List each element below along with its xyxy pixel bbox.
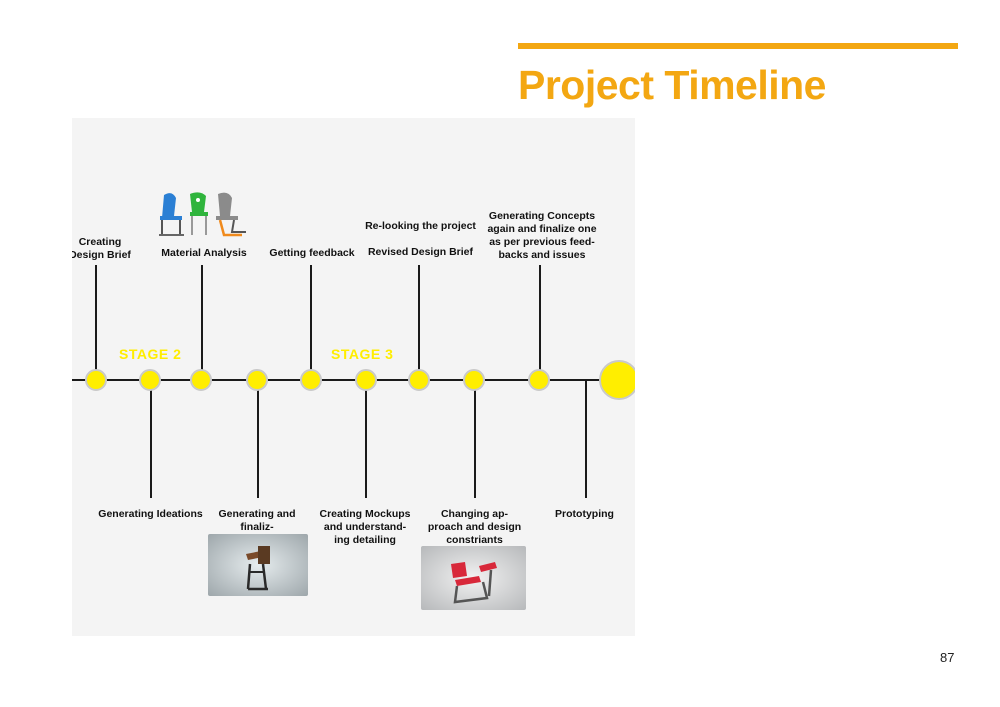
chair-samples-image [159, 192, 246, 237]
milestone-note: Re-looking the project [365, 220, 476, 232]
milestone-label: Prototyping [555, 508, 614, 520]
timeline-node [246, 369, 268, 391]
timeline-node [85, 369, 107, 391]
desk-chair-photo [208, 534, 308, 596]
stage-label-3: STAGE 3 [331, 346, 394, 362]
red-desk-chair-photo [421, 546, 526, 610]
timeline-node [139, 369, 161, 391]
milestone-label: Changing ap- proach and design constrian… [427, 508, 522, 546]
milestone-label: Generating Concepts again and finalize o… [487, 210, 597, 261]
timeline-node [355, 369, 377, 391]
stage-label-2: STAGE 2 [119, 346, 182, 362]
milestone-label: Generating Ideations [98, 508, 203, 520]
milestone-label: Creating Design Brief [72, 236, 131, 261]
page-number: 87 [940, 650, 955, 665]
connector-top [201, 265, 203, 379]
connector-top [418, 265, 420, 379]
connector-bottom [257, 380, 259, 498]
timeline-end-node [599, 360, 635, 400]
milestone-label: Getting feedback [269, 247, 355, 259]
grey-chair-icon [216, 192, 246, 237]
connector-bottom [474, 380, 476, 498]
timeline-panel: STAGE 2 STAGE 3 Creating Design Brief Ma… [72, 118, 635, 636]
page-title: Project Timeline [518, 62, 826, 108]
milestone-label: Material Analysis [161, 247, 247, 259]
header-rule [518, 43, 958, 49]
milestone-label: Revised Design Brief [367, 246, 474, 258]
connector-bottom [150, 380, 152, 498]
connector-top [310, 265, 312, 379]
blue-chair-icon [159, 193, 184, 236]
connector-bottom [585, 380, 587, 498]
timeline-node [463, 369, 485, 391]
timeline-node [190, 369, 212, 391]
connector-top [539, 265, 541, 379]
green-chair-icon [190, 192, 208, 235]
timeline-node [300, 369, 322, 391]
timeline-node [528, 369, 550, 391]
milestone-label: Creating Mockups and understand- ing det… [319, 508, 411, 546]
connector-bottom [365, 380, 367, 498]
timeline-axis [72, 379, 635, 381]
connector-top [95, 265, 97, 379]
timeline-node [408, 369, 430, 391]
